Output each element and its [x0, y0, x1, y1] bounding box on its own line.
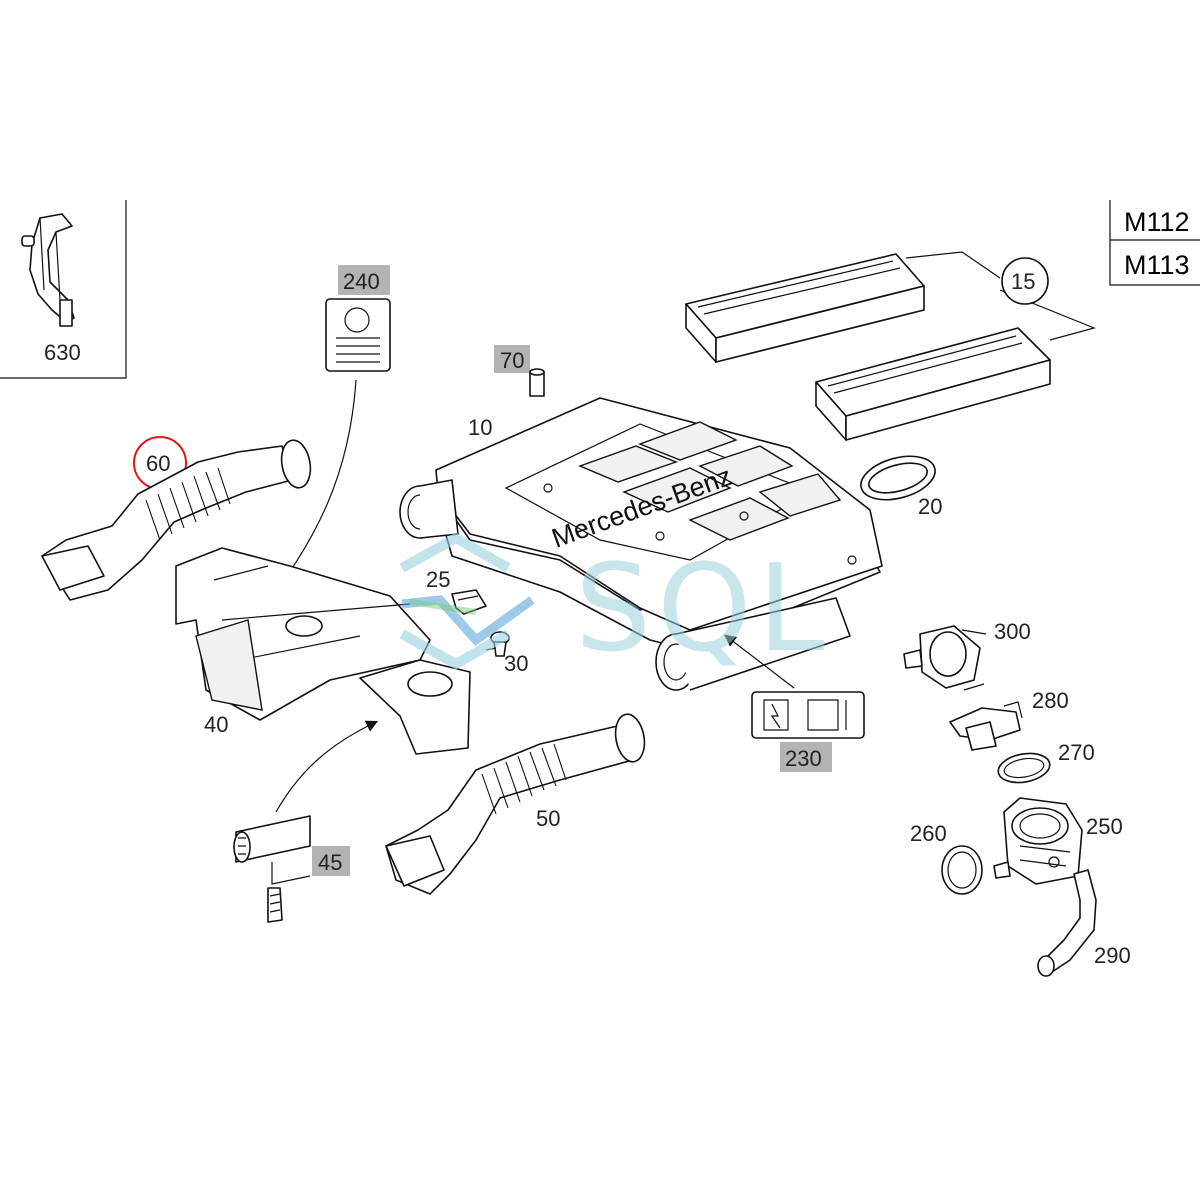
label-290: 290 — [1094, 943, 1131, 968]
label-70: 70 — [500, 348, 524, 373]
badge-45 — [312, 846, 350, 876]
label-20: 20 — [918, 494, 942, 519]
label-260: 260 — [910, 821, 947, 846]
engine-code-m113: M113 — [1124, 250, 1190, 280]
part-230-warning-label: 230 — [724, 634, 865, 772]
watermark: SQL — [399, 532, 830, 679]
part-50-intake-duct: 50 — [385, 713, 646, 895]
part-270-ring: 270 — [997, 740, 1095, 784]
bracket-630-icon — [21, 213, 75, 327]
part-300-air-mass-sensor: 300 — [903, 619, 1031, 691]
part-15-air-filters: 15 — [685, 251, 1096, 441]
part-20-seal: 20 — [860, 455, 942, 519]
part-10-air-filter-housing: 10 Mercedes-Benz — [399, 397, 883, 691]
part-290-vent-hose: 290 — [1037, 869, 1131, 977]
label-50: 50 — [536, 806, 560, 831]
label-270: 270 — [1058, 740, 1095, 765]
part-70-pin: 70 — [494, 345, 545, 397]
label-280: 280 — [1032, 688, 1069, 713]
part-250-throttle-housing: 250 — [993, 797, 1123, 885]
watermark-text: SQL — [575, 540, 830, 679]
engine-code-box: M112 M113 — [1109, 200, 1200, 286]
label-240: 240 — [343, 269, 380, 294]
label-40: 40 — [204, 712, 228, 737]
badge-70 — [494, 345, 530, 373]
part-45-edge-protection: 45 — [233, 720, 379, 923]
label-45: 45 — [318, 850, 342, 875]
part-260-ring: 260 — [910, 821, 983, 895]
label-250: 250 — [1086, 814, 1123, 839]
part-60-intake-duct: 60 — [41, 436, 312, 601]
label-60: 60 — [146, 451, 170, 476]
label-630: 630 — [44, 340, 81, 365]
part-40-air-duct: 40 — [175, 547, 471, 755]
label-30: 30 — [504, 651, 528, 676]
badge-230 — [780, 742, 832, 772]
label-25: 25 — [426, 567, 450, 592]
label-300: 300 — [994, 619, 1031, 644]
part-630-box: 630 — [0, 200, 127, 379]
engine-code-m112: M112 — [1124, 207, 1190, 237]
label-230: 230 — [785, 746, 822, 771]
label-15: 15 — [1011, 269, 1035, 294]
label-10: 10 — [468, 415, 492, 440]
part-280-clamp: 280 — [949, 688, 1069, 751]
badge-240 — [338, 265, 390, 295]
